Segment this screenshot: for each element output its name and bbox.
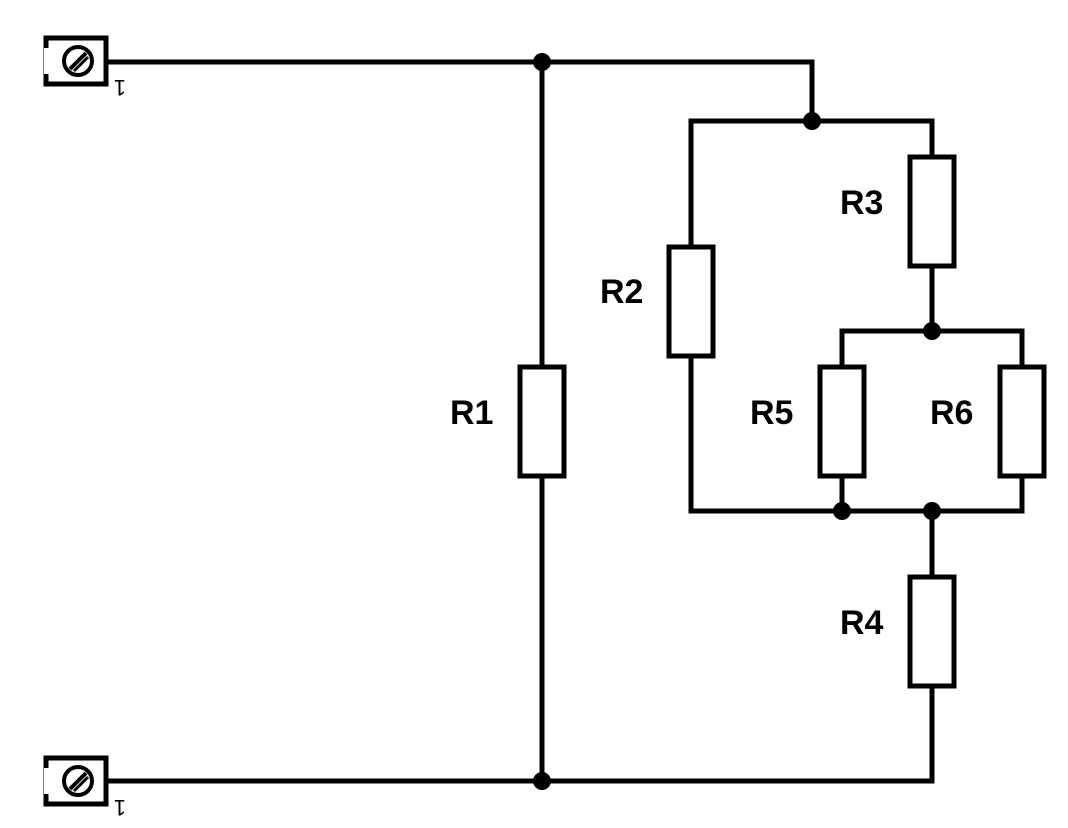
terminal-mark: 1 — [114, 75, 126, 100]
resistor-r2 — [666, 244, 716, 359]
junction-dot — [533, 772, 551, 790]
wire-top-rail — [105, 59, 815, 124]
terminal-bottom: 1 — [43, 755, 126, 820]
resistor-r6 — [997, 364, 1047, 479]
resistor-r1 — [517, 364, 567, 479]
resistor-r4 — [907, 574, 957, 689]
wire-bottom-rail — [105, 683, 935, 784]
label-r6: R6 — [930, 394, 973, 432]
junction-dot — [533, 53, 551, 71]
junctions — [533, 53, 941, 790]
resistor-r3 — [907, 154, 957, 269]
wire-r2-bottom — [688, 353, 1025, 514]
terminal-top: 1 — [43, 35, 126, 100]
label-r1: R1 — [450, 394, 493, 432]
label-r4: R4 — [840, 604, 884, 642]
label-r2: R2 — [600, 273, 643, 311]
junction-dot — [833, 502, 851, 520]
label-r5: R5 — [750, 394, 793, 432]
terminal-mark: 1 — [114, 795, 126, 820]
resistor-r5 — [817, 364, 867, 479]
junction-dot — [803, 112, 821, 130]
junction-dot — [923, 502, 941, 520]
junction-dot — [923, 322, 941, 340]
wire-upper-branch — [688, 118, 935, 250]
label-r3: R3 — [840, 184, 883, 222]
